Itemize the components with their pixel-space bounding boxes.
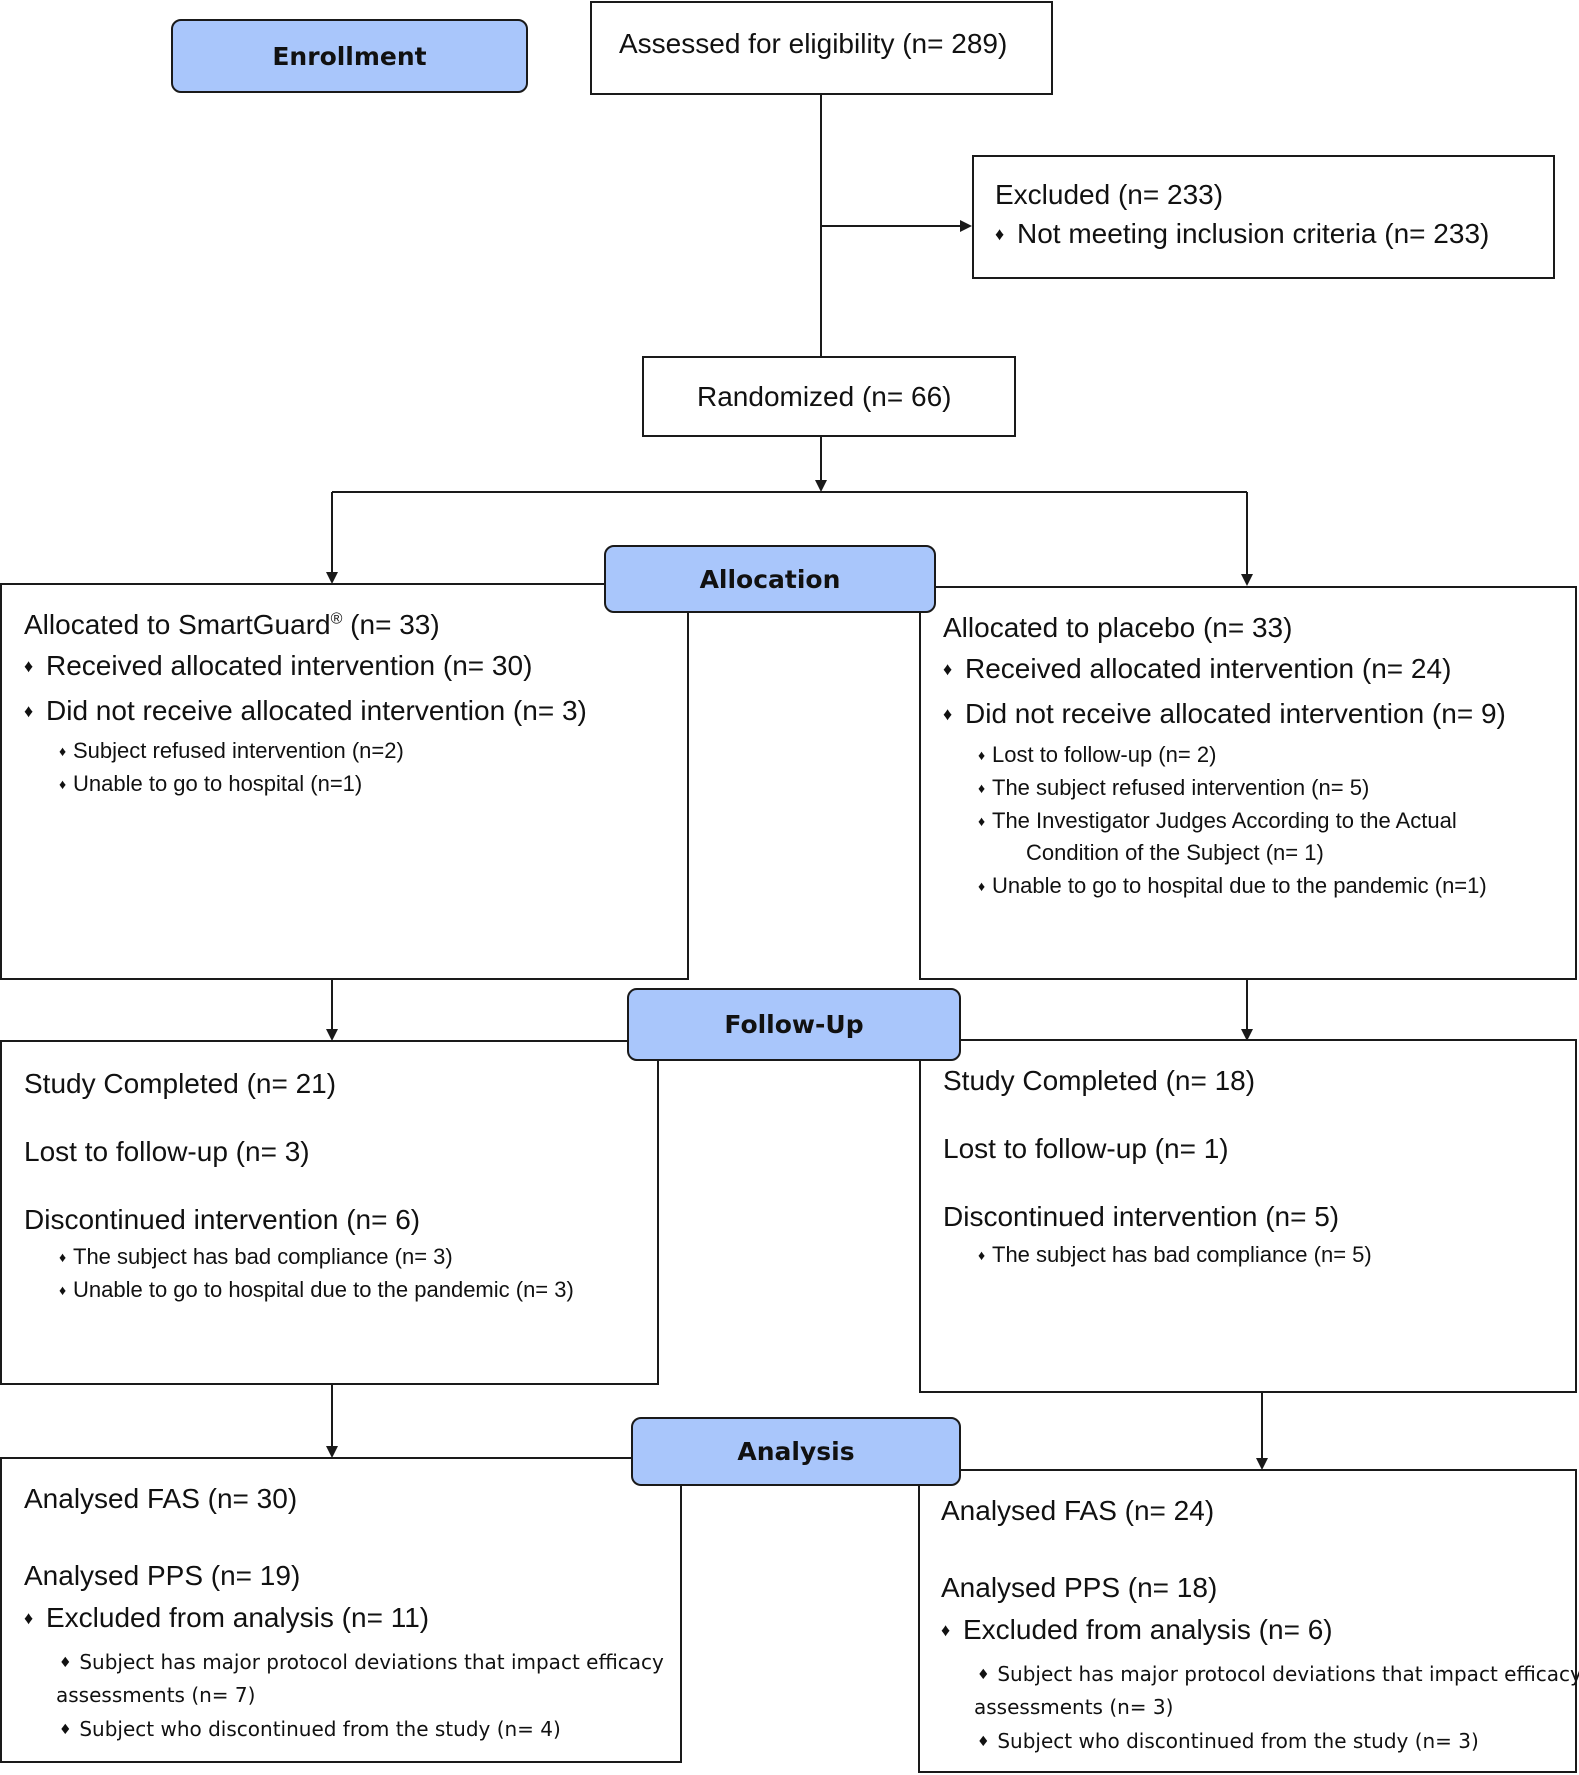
left-followup-box: Study Completed (n= 21) Lost to follow-u…: [0, 1040, 659, 1385]
stage-followup: Follow-Up: [627, 988, 961, 1061]
right-allocation-reason: ♦The subject refused intervention (n= 5): [978, 775, 1370, 800]
right-followup-reason: ♦The subject has bad compliance (n= 5): [978, 1242, 1372, 1267]
stage-enrollment: Enrollment: [171, 19, 528, 93]
right-followup-discontinued: Discontinued intervention (n= 5): [943, 1201, 1340, 1232]
diamond-bullet-icon: ♦: [941, 1620, 951, 1640]
right-allocation-box: Allocated to placebo (n= 33) ♦Received a…: [919, 586, 1577, 980]
right-allocation-not-received: ♦Did not receive allocated intervention …: [943, 698, 1506, 729]
right-followup-box: Study Completed (n= 18) Lost to follow-u…: [919, 1039, 1577, 1393]
left-allocation-box: Allocated to SmartGuard® (n= 33) ♦Receiv…: [0, 583, 689, 980]
left-analysis-reason-continued: assessments (n= 7): [56, 1683, 256, 1707]
left-followup-lost: Lost to follow-up (n= 3): [24, 1136, 310, 1167]
left-analysis-pps: Analysed PPS (n= 19): [24, 1560, 301, 1591]
left-followup-reason: ♦Unable to go to hospital due to the pan…: [59, 1277, 574, 1302]
right-analysis-excluded: ♦Excluded from analysis (n= 6): [941, 1614, 1333, 1645]
diamond-bullet-icon: ♦: [24, 656, 34, 676]
left-analysis-reason: ♦ Subject has major protocol deviations …: [59, 1650, 664, 1674]
diamond-bullet-icon: ♦: [59, 1282, 67, 1298]
diamond-bullet-icon: ♦: [59, 1722, 72, 1738]
right-allocation-reason: ♦The Investigator Judges According to th…: [978, 808, 1457, 833]
randomized-box: Randomized (n= 66): [642, 356, 1016, 437]
diamond-bullet-icon: ♦: [978, 747, 986, 763]
left-allocation-reason: ♦Unable to go to hospital (n=1): [59, 771, 363, 796]
left-allocation-not-received: ♦Did not receive allocated intervention …: [24, 695, 587, 726]
right-analysis-reason: ♦ Subject who discontinued from the stud…: [977, 1729, 1479, 1753]
diamond-bullet-icon: ♦: [977, 1734, 990, 1750]
diamond-bullet-icon: ♦: [59, 1655, 72, 1671]
right-allocation-reason: ♦Unable to go to hospital due to the pan…: [978, 873, 1487, 898]
left-analysis-reason: ♦ Subject who discontinued from the stud…: [59, 1717, 561, 1741]
diamond-bullet-icon: ♦: [943, 704, 953, 724]
right-followup-completed: Study Completed (n= 18): [943, 1065, 1256, 1096]
right-allocation-received: ♦Received allocated intervention (n= 24): [943, 653, 1452, 684]
left-followup-discontinued: Discontinued intervention (n= 6): [24, 1204, 421, 1235]
assessed-text: Assessed for eligibility (n= 289): [619, 28, 1008, 59]
diamond-bullet-icon: ♦: [995, 224, 1005, 244]
diamond-bullet-icon: ♦: [978, 1247, 986, 1263]
diamond-bullet-icon: ♦: [978, 813, 986, 829]
right-allocation-reason-continued: Condition of the Subject (n= 1): [1026, 840, 1324, 865]
left-analysis-fas: Analysed FAS (n= 30): [24, 1483, 298, 1514]
right-analysis-reason: ♦ Subject has major protocol deviations …: [977, 1662, 1579, 1686]
left-followup-reason: ♦The subject has bad compliance (n= 3): [59, 1244, 453, 1269]
left-analysis-box: Analysed FAS (n= 30) Analysed PPS (n= 19…: [0, 1457, 682, 1763]
diamond-bullet-icon: ♦: [24, 701, 34, 721]
diamond-bullet-icon: ♦: [24, 1608, 34, 1628]
right-allocation-reason: ♦Lost to follow-up (n= 2): [978, 742, 1217, 767]
right-analysis-reason-continued: assessments (n= 3): [974, 1695, 1174, 1719]
right-allocation-title: Allocated to placebo (n= 33): [943, 612, 1293, 643]
diamond-bullet-icon: ♦: [59, 743, 67, 759]
right-followup-lost: Lost to follow-up (n= 1): [943, 1133, 1229, 1164]
stage-analysis: Analysis: [631, 1417, 961, 1486]
excluded-title: Excluded (n= 233): [995, 179, 1224, 210]
assessed-box: Assessed for eligibility (n= 289): [590, 1, 1053, 95]
diamond-bullet-icon: ♦: [977, 1667, 990, 1683]
stage-allocation: Allocation: [604, 545, 936, 613]
excluded-reason: ♦Not meeting inclusion criteria (n= 233): [995, 218, 1490, 249]
right-analysis-box: Analysed FAS (n= 24) Analysed PPS (n= 18…: [918, 1469, 1579, 1773]
left-followup-completed: Study Completed (n= 21): [24, 1068, 337, 1099]
right-analysis-fas: Analysed FAS (n= 24): [941, 1495, 1215, 1526]
left-allocation-received: ♦Received allocated intervention (n= 30): [24, 650, 533, 681]
left-analysis-excluded: ♦Excluded from analysis (n= 11): [24, 1602, 430, 1633]
diamond-bullet-icon: ♦: [59, 776, 67, 792]
randomized-text: Randomized (n= 66): [697, 381, 952, 412]
excluded-box: Excluded (n= 233) ♦Not meeting inclusion…: [972, 155, 1555, 279]
diamond-bullet-icon: ♦: [978, 878, 986, 894]
diamond-bullet-icon: ♦: [978, 780, 986, 796]
diamond-bullet-icon: ♦: [59, 1249, 67, 1265]
left-allocation-reason: ♦Subject refused intervention (n=2): [59, 738, 404, 763]
left-allocation-title: Allocated to SmartGuard® (n= 33): [24, 609, 440, 640]
diamond-bullet-icon: ♦: [943, 659, 953, 679]
right-analysis-pps: Analysed PPS (n= 18): [941, 1572, 1218, 1603]
